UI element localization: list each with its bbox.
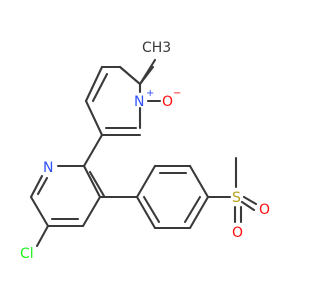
n-oxide-plus-text: + [146,88,154,99]
n-oxide-plus-charge: + [146,88,154,99]
n-oxide-minus-charge: − [173,88,181,99]
sulfonyl-oxygen-right-label: O [259,202,270,218]
phenyl-ring [98,164,210,230]
sulfonyl-oxygen-right-text: O [259,202,270,218]
chloro-bond [35,224,50,248]
chlorine-label: Cl [20,246,34,262]
n-oxide-minus-text: − [173,88,181,99]
sulfur-label: S [232,190,241,206]
pyridine-nitrogen-text: N [43,160,53,176]
central-pyridine-ring [29,133,106,228]
methylsulfonyl-group [206,156,258,224]
sulfonyl-oxygen-bottom-label: O [232,225,243,241]
sulfur-text: S [232,190,241,206]
pyridine-nitrogen-label: N [43,160,53,176]
n-oxide-oxygen-label: O [162,94,173,110]
molecule-drawing: CH3 N + O − N Cl S O O [20,40,270,262]
n-oxide-nitrogen-label: N [134,94,144,110]
methyl-bond [138,58,157,86]
methyl-text: CH3 [142,40,171,56]
n-oxide-nitrogen-text: N [134,94,144,110]
molecule-structure: CH3 N + O − N Cl S O O [20,40,270,262]
methyl-label: CH3 [142,40,171,56]
n-oxide-oxygen-text: O [162,94,173,110]
sulfonyl-oxygen-bottom-text: O [232,225,243,241]
chlorine-text: Cl [20,246,34,262]
